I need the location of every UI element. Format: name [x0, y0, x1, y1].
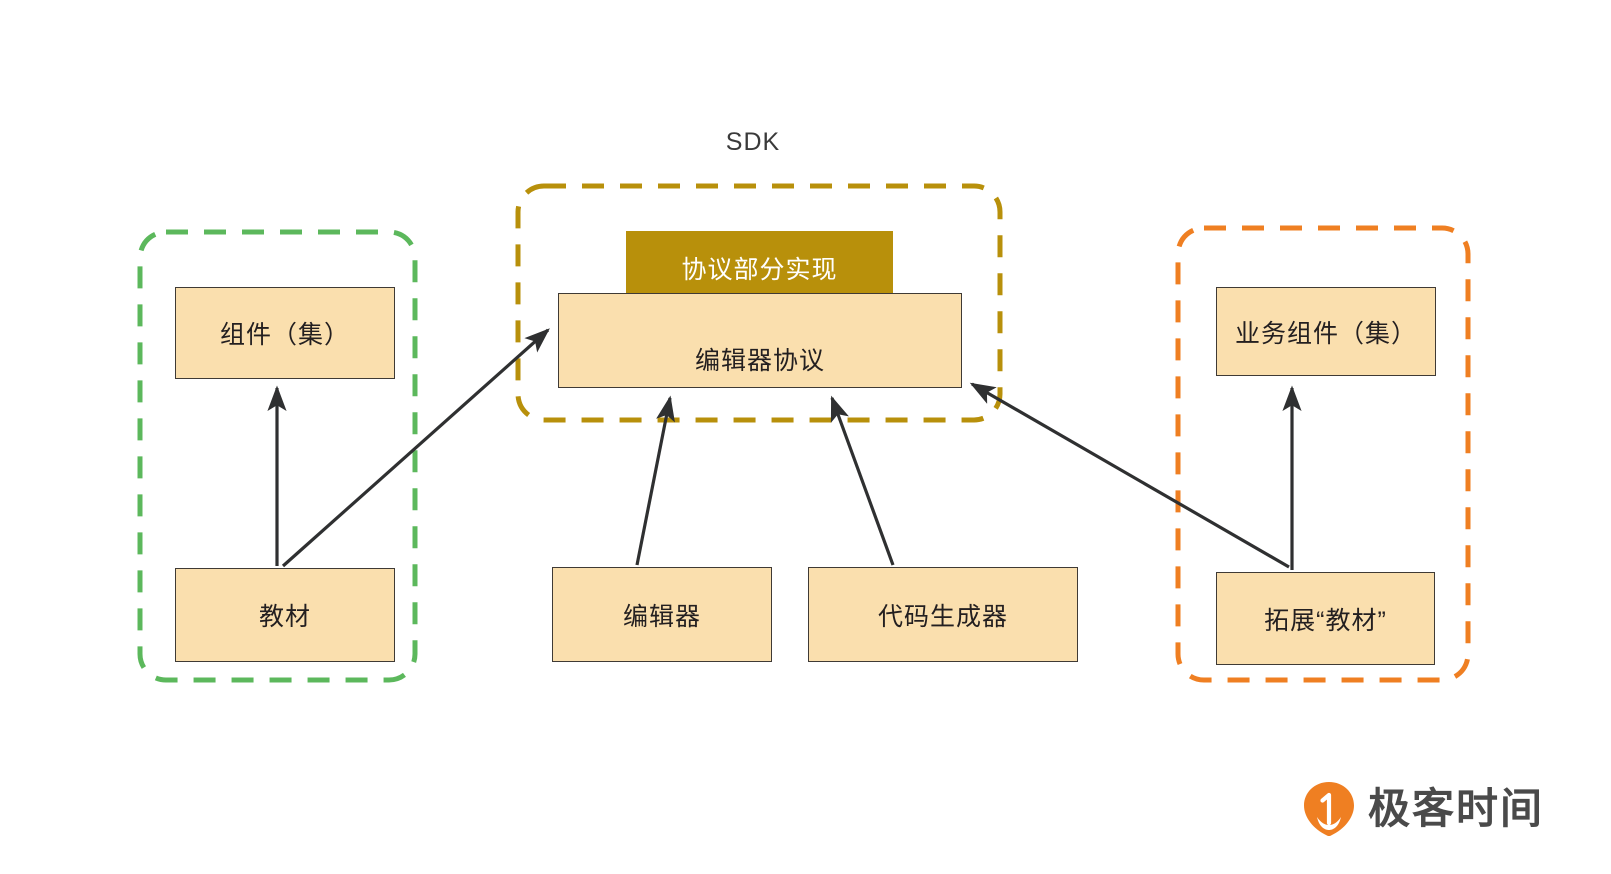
node-teaching-material[interactable]: 教材 — [175, 568, 395, 662]
node-editor[interactable]: 编辑器 — [552, 567, 772, 662]
node-protocol-partial-implementation[interactable]: 协议部分实现 — [626, 231, 893, 305]
group-left-components — [137, 229, 418, 683]
group-right-business — [1175, 225, 1471, 683]
node-business-component-set-label: 业务组件（集） — [1234, 319, 1417, 348]
geektime-logo: 极客时间 — [1303, 778, 1573, 840]
node-teaching-material-label: 教材 — [258, 603, 311, 631]
node-code-generator-label: 代码生成器 — [877, 602, 1008, 631]
node-extended-material[interactable]: 拓展“教材” — [1216, 572, 1435, 665]
node-protocol-partial-implementation-label: 协议部分实现 — [681, 256, 838, 284]
node-editor-label: 编辑器 — [622, 602, 701, 631]
node-component-set-label: 组件（集） — [219, 321, 350, 349]
geektime-logo-mark-icon — [1303, 781, 1355, 837]
node-code-generator[interactable]: 代码生成器 — [808, 567, 1078, 662]
node-component-set[interactable]: 组件（集） — [175, 287, 395, 379]
sdk-group-title: SDK — [725, 128, 781, 156]
edge-material-to-editor-protocol — [281, 328, 550, 568]
geektime-logo-text: 极客时间 — [1368, 785, 1545, 832]
node-editor-protocol-label: 编辑器协议 — [694, 346, 825, 375]
edge-editor-to-editor-protocol — [635, 395, 675, 566]
node-editor-protocol[interactable]: 编辑器协议 — [558, 293, 962, 388]
node-business-component-set[interactable]: 业务组件（集） — [1216, 287, 1436, 376]
node-extended-material-label: 拓展“教材” — [1264, 606, 1387, 635]
edge-extended-material-to-editor-protocol — [969, 382, 1290, 569]
edge-codegen-to-editor-protocol — [830, 395, 895, 566]
group-sdk — [515, 183, 1003, 423]
